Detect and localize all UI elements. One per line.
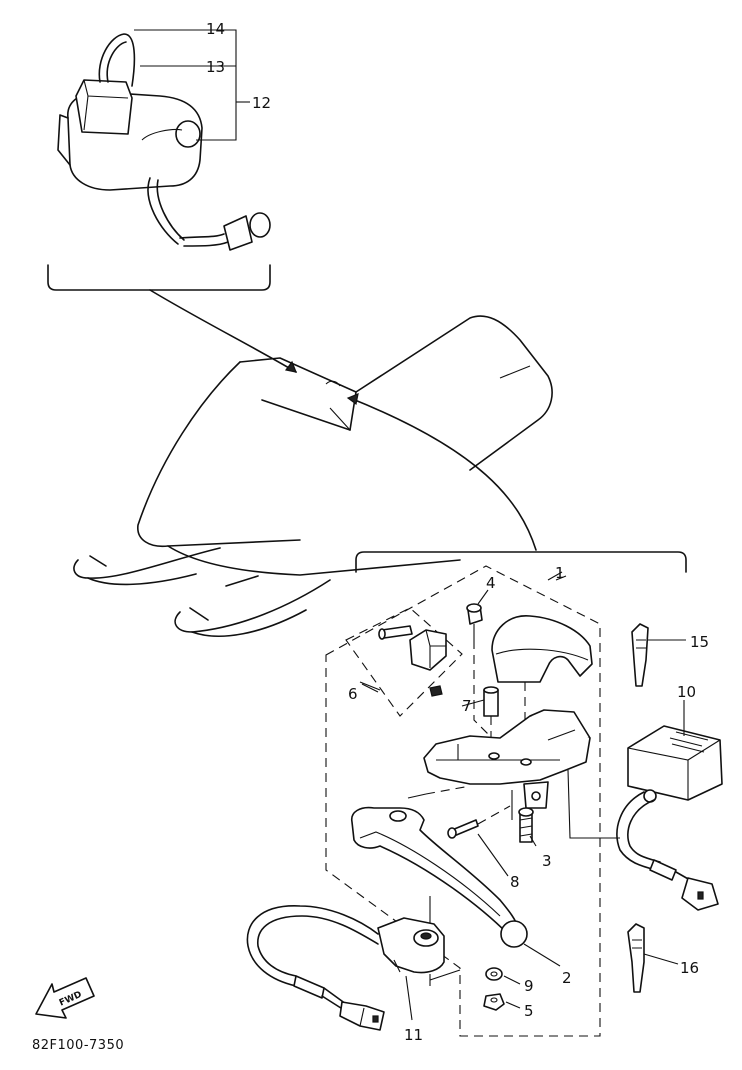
callout-labels: 1 2 3 4 5 6 7 8 9 10 11 12 13 14 15 16 — [206, 20, 709, 1044]
callout-16: 16 — [680, 959, 699, 977]
leader-assembly-to-body — [349, 397, 537, 551]
callout-4: 4 — [486, 574, 496, 592]
callout-2: 2 — [562, 969, 572, 987]
callout-1: 1 — [555, 564, 565, 582]
part-code: 82F100-7350 — [32, 1038, 124, 1053]
part-15-cable-tie — [631, 623, 686, 687]
callout-leaders — [361, 575, 567, 1021]
fwd-arrow-icon: FWD — [35, 977, 95, 1019]
callout-3: 3 — [542, 852, 552, 870]
callout-9: 9 — [524, 977, 534, 995]
callout-7: 7 — [462, 697, 472, 715]
callout-12: 12 — [252, 94, 271, 112]
callout-15: 15 — [690, 633, 709, 651]
assembly-bracket — [355, 551, 687, 573]
inset-bracket-top — [47, 264, 271, 291]
callout-8: 8 — [510, 873, 520, 891]
inset-switch-assembly — [57, 29, 271, 251]
callout-6: 6 — [348, 685, 358, 703]
callout-13: 13 — [206, 58, 225, 76]
callout-14: 14 — [206, 20, 225, 38]
part-16-cable-tie — [627, 923, 679, 993]
callout-5: 5 — [524, 1002, 534, 1020]
snowmobile-body — [73, 315, 553, 637]
lever-assembly — [246, 565, 620, 1037]
callout-10: 10 — [677, 683, 696, 701]
callout-11: 11 — [404, 1026, 423, 1044]
leader-inset-to-body — [149, 289, 297, 373]
part-10-relay-module — [616, 700, 723, 911]
